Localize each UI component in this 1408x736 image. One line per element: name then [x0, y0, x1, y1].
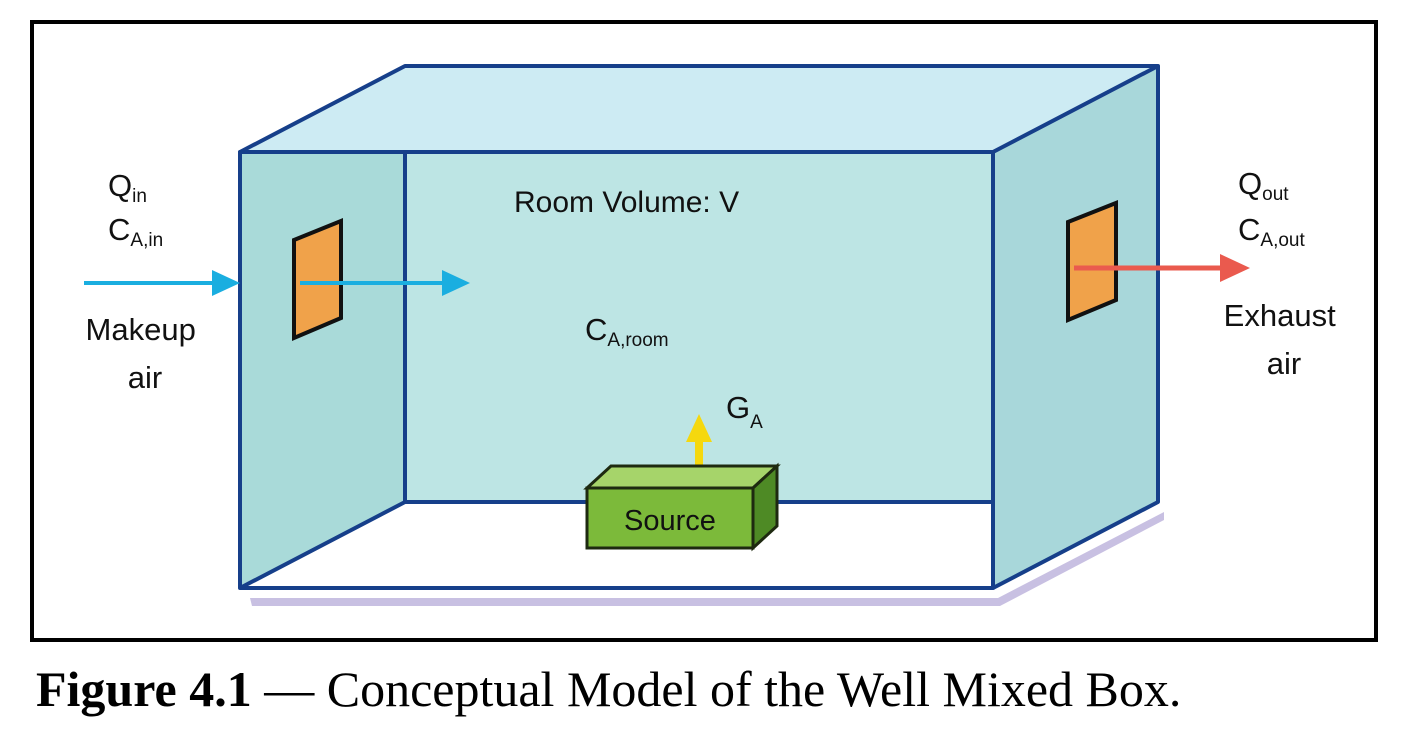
- outlet-vent: [1066, 200, 1118, 323]
- figure-caption: Figure 4.1 — Conceptual Model of the Wel…: [36, 660, 1181, 718]
- source-block: [583, 462, 781, 552]
- box-edges: [238, 64, 1160, 590]
- inlet-vent: [292, 218, 343, 342]
- figure-number: Figure 4.1: [36, 661, 252, 717]
- exhaust-air-label: Exhaust air: [1224, 298, 1345, 381]
- generation-rate-label: GA: [726, 390, 763, 433]
- inlet-conc-label: CA,in: [108, 212, 163, 251]
- makeup-air-label: Makeup air: [86, 312, 205, 395]
- box-top-face: [240, 66, 1158, 152]
- box-right-face: [993, 66, 1158, 588]
- generation-arrow: [686, 414, 712, 472]
- inflow-arrow: [300, 270, 470, 296]
- box-left-wall: [240, 152, 405, 588]
- room-concentration-label: CA,room: [585, 312, 669, 351]
- caption-text: Conceptual Model of the Well Mixed Box.: [326, 661, 1182, 717]
- source-label: Source: [624, 505, 716, 537]
- makeup-air-arrow: [84, 270, 240, 296]
- caption-separator: —: [264, 661, 315, 717]
- outlet-flow-label: Qout: [1238, 166, 1289, 205]
- outlet-conc-label: CA,out: [1238, 212, 1305, 251]
- room-volume-label: Room Volume: V: [514, 186, 739, 219]
- inlet-flow-label: Qin: [108, 168, 147, 207]
- exhaust-air-arrow: [1074, 254, 1250, 282]
